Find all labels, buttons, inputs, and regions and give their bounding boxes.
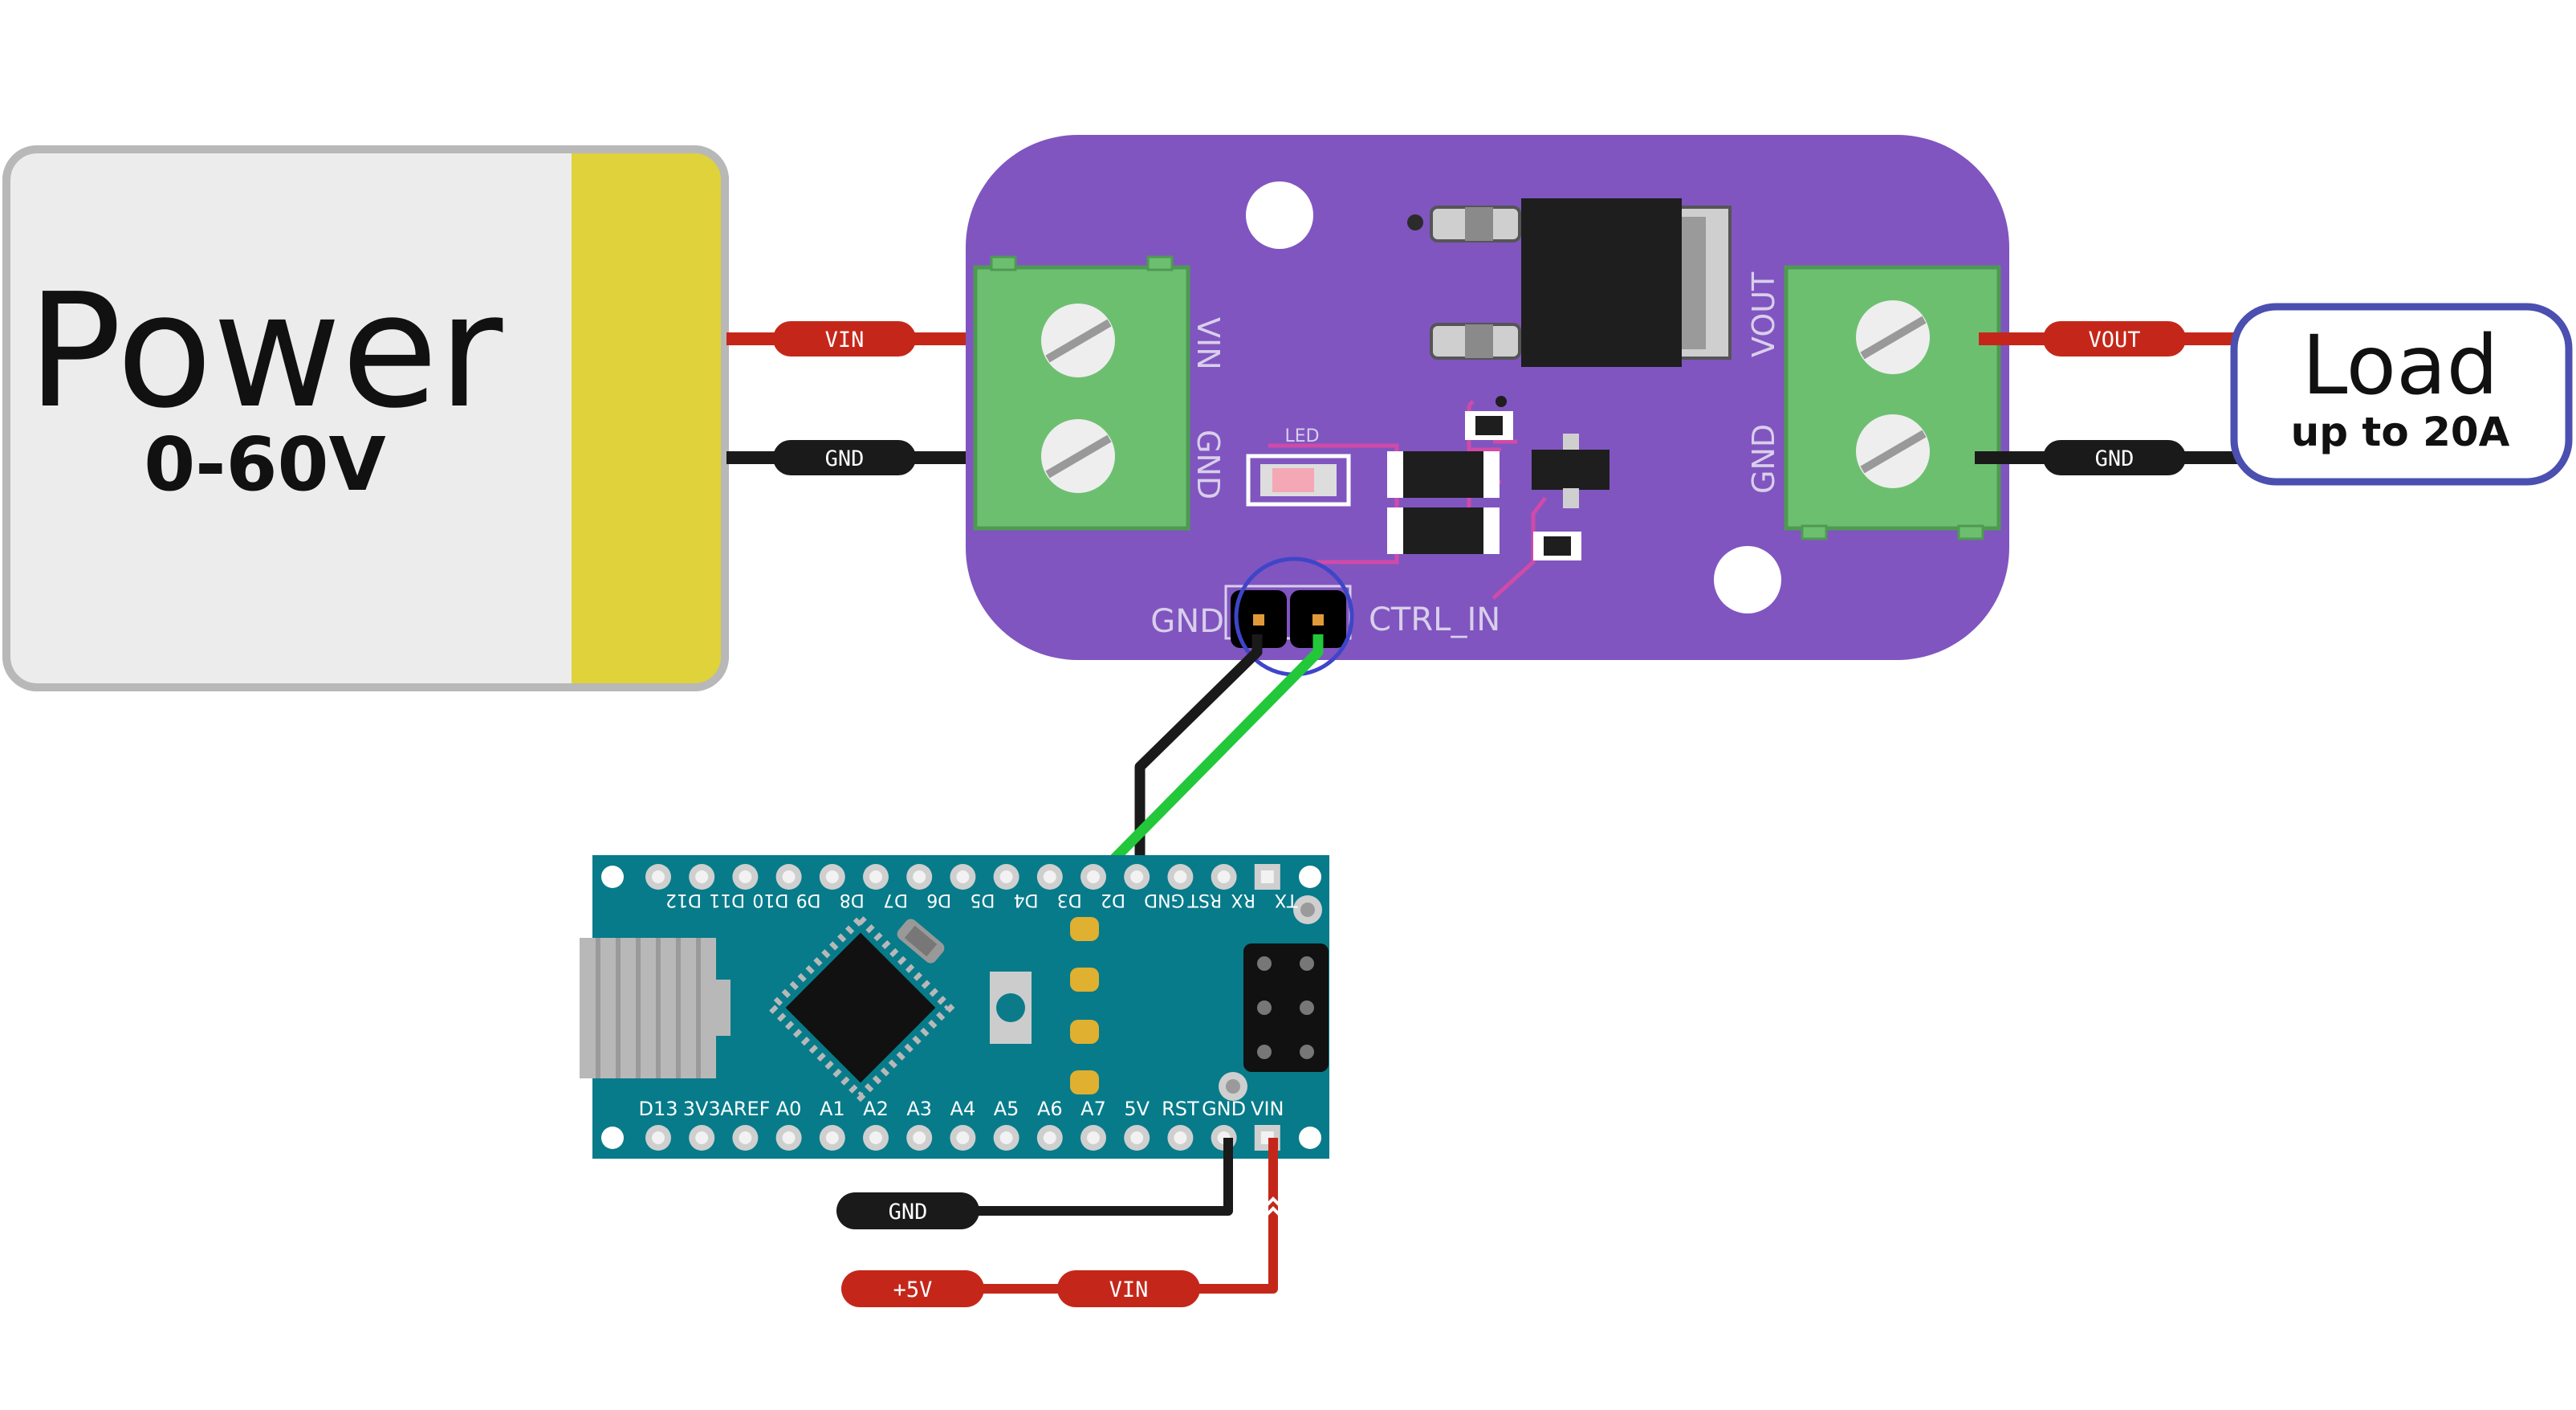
nano-pin-label-bottom: A2	[863, 1098, 889, 1120]
wire-label-nano-gnd: GND	[889, 1200, 928, 1225]
wire-control-gnd	[1134, 634, 1263, 877]
reset-button[interactable]	[990, 972, 1032, 1044]
nano-pin-label-bottom: A0	[776, 1098, 802, 1120]
label-vout: VOUT	[1746, 271, 1781, 357]
usb-connector	[580, 938, 730, 1078]
nano-pin-label-top: D6	[926, 890, 951, 910]
nano-pin-label-bottom: A4	[950, 1098, 976, 1120]
transistor-sot23	[1532, 434, 1609, 508]
smd-resistor-top	[1465, 396, 1513, 440]
mosfet-module: VIN GND VOUT GND	[966, 135, 2009, 677]
wire-gnd-in: GND	[726, 440, 1003, 475]
wire-label-nano-vin: VIN	[1109, 1278, 1149, 1302]
wire-nano-gnd: GND	[836, 1138, 1233, 1229]
module-pcb	[966, 135, 2009, 660]
nano-pin-label-top: D12	[665, 890, 702, 910]
mounting-hole-top	[1246, 181, 1313, 249]
pin-gnd-header	[1253, 614, 1264, 626]
nano-pin-label-bottom: 5V	[1124, 1098, 1150, 1120]
nano-pin-label-bottom: A7	[1080, 1098, 1106, 1120]
pin-ctrl-in-header	[1312, 614, 1324, 626]
nano-pin-label-bottom: A1	[820, 1098, 845, 1120]
nano-pin-label-top: D3	[1057, 890, 1082, 910]
wire-vin-in: VIN	[726, 321, 995, 357]
power-supply-terminal-strip	[572, 153, 721, 683]
nano-pin-label-bottom: A5	[994, 1098, 1019, 1120]
label-led: LED	[1284, 426, 1319, 446]
label-gnd-right: GND	[1746, 424, 1781, 494]
wire-label-vout: VOUT	[2088, 328, 2140, 352]
power-range: 0-60V	[144, 422, 385, 507]
nano-pin-label-bottom: A6	[1037, 1098, 1063, 1120]
nano-pin-label-bottom: AREF	[720, 1098, 770, 1120]
load-box: Load up to 20A	[2230, 303, 2573, 486]
mounting-hole-bottom	[1714, 546, 1781, 613]
wire-control-signal	[1093, 634, 1324, 881]
nano-pin-label-bottom: VIN	[1251, 1098, 1284, 1120]
nano-pin-label-bottom: D13	[638, 1098, 678, 1120]
wire-label-gnd-in: GND	[825, 446, 865, 471]
terminal-block-input	[973, 255, 1190, 531]
nano-pin-label-top: D11	[709, 890, 745, 910]
status-led	[1246, 454, 1351, 507]
nano-pin-label-top: D2	[1101, 890, 1125, 910]
wire-vout: VOUT	[1979, 321, 2240, 357]
nano-pin-label-top: D9	[796, 890, 821, 910]
nano-pin-label-top: D7	[883, 890, 908, 910]
smd-capacitors	[1387, 451, 1500, 554]
nano-pin-label-bottom: RST	[1162, 1098, 1199, 1120]
nano-pin-label-top: D5	[970, 890, 995, 910]
crystal	[897, 919, 945, 964]
nano-pin-label-top: D8	[840, 890, 865, 910]
smd-resistor-bottom	[1533, 532, 1581, 560]
icsp-header	[1243, 943, 1329, 1072]
nano-pin-label-top: GND	[1144, 890, 1184, 910]
nano-pin-label-top: TX	[1275, 890, 1299, 910]
power-supply: Power 0-60V	[2, 145, 729, 691]
wire-nano-vin: +5V VIN	[841, 1138, 1284, 1307]
wire-gnd-out: GND	[1975, 440, 2240, 475]
label-gnd-left: GND	[1190, 430, 1226, 499]
power-title: Power	[27, 260, 503, 443]
nano-pin-label-bottom: 3V3	[683, 1098, 721, 1120]
wire-label-vin-in: VIN	[825, 328, 865, 352]
nano-pin-label-top: D10	[752, 890, 788, 910]
label-vin: VIN	[1190, 317, 1226, 370]
mosfet-chip	[1407, 198, 1732, 367]
onboard-leds	[1070, 917, 1099, 1094]
nano-pin-label-bottom: A3	[906, 1098, 932, 1120]
wire-label-gnd-out: GND	[2095, 446, 2134, 471]
terminal-block-output	[1784, 265, 2001, 540]
nano-pin-label-top: RST	[1187, 890, 1222, 910]
label-ctrl-in: CTRL_IN	[1369, 601, 1500, 638]
load-subtitle: up to 20A	[2291, 409, 2510, 455]
nano-pin-label-bottom: GND	[1202, 1098, 1246, 1120]
nano-pin-label-top: D4	[1014, 890, 1039, 910]
load-title: Load	[2302, 318, 2499, 414]
label-gnd-pin: GND	[1150, 603, 1224, 640]
nano-pin-label-top: RX	[1231, 890, 1255, 910]
wire-label-plus5v: +5V	[893, 1278, 933, 1302]
